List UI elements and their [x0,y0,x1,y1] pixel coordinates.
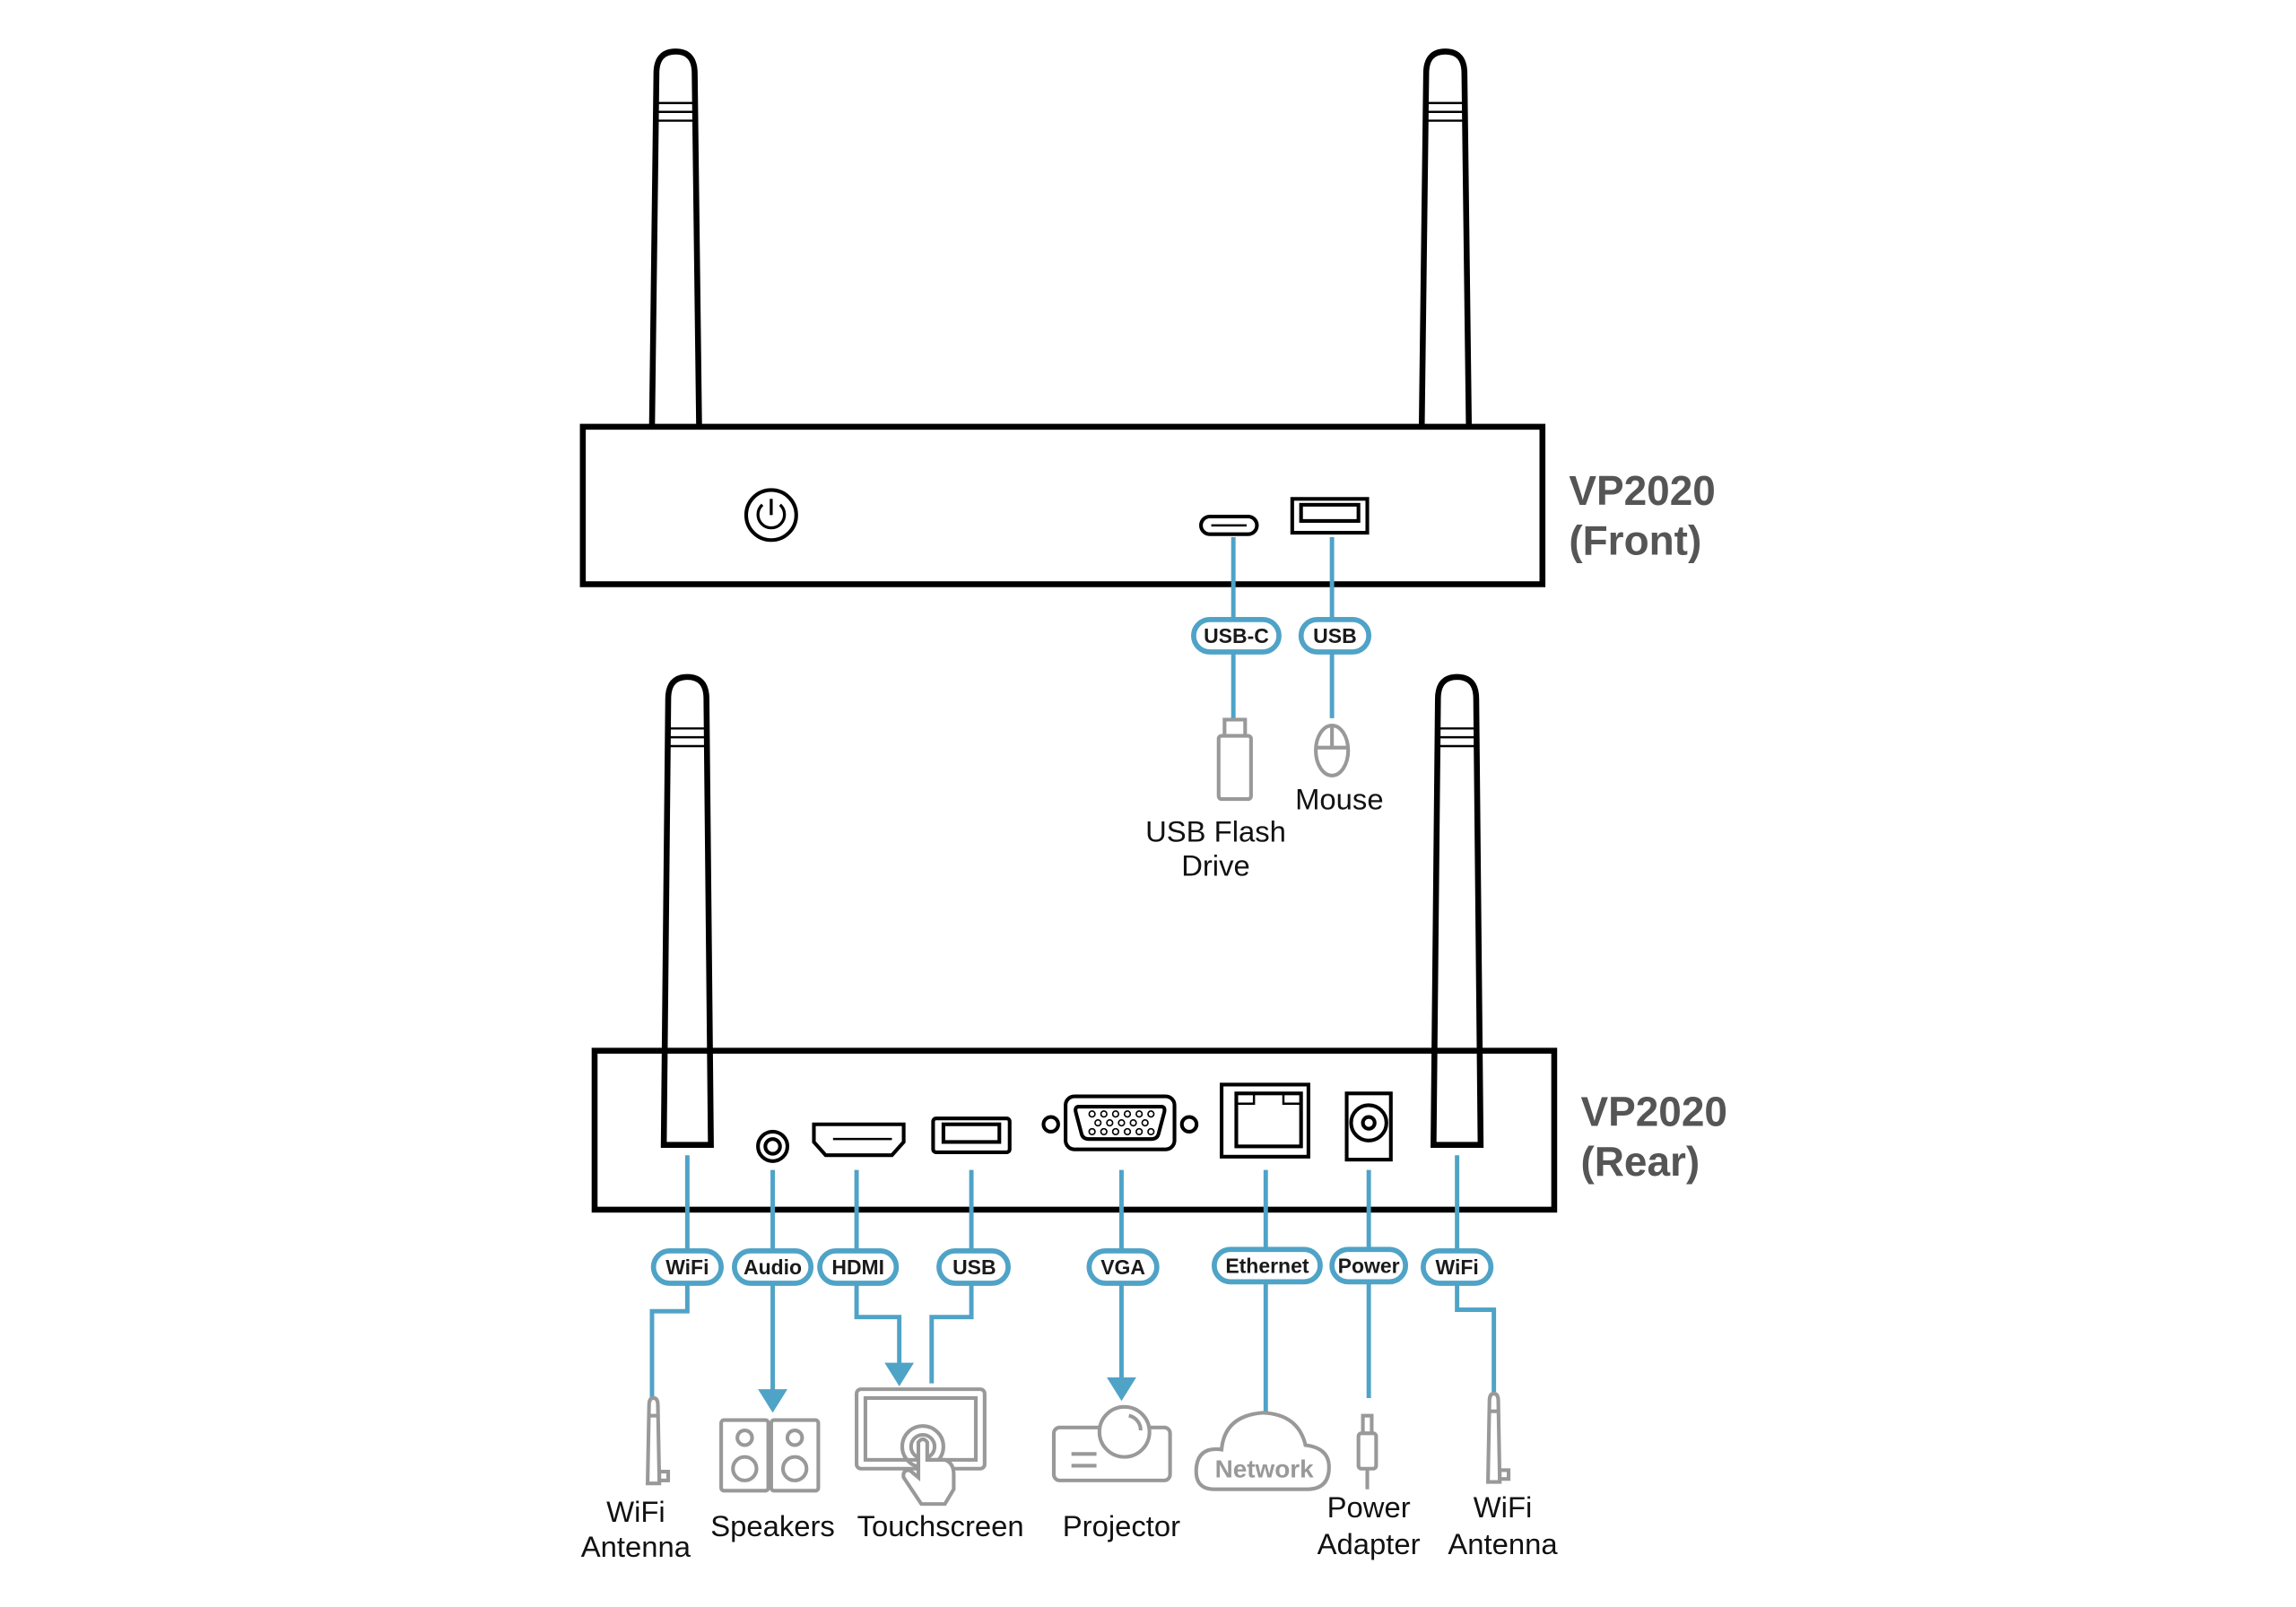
port-label-ethernet: Ethernet [1211,1247,1323,1285]
svg-text:USB-C: USB-C [1204,624,1269,647]
port-label-hdmi: HDMI [817,1248,900,1286]
usb-port-icon [931,1116,1012,1154]
power-adapter-icon [1356,1413,1378,1490]
antenna-icon [1431,673,1484,1148]
device-label: Antenna [581,1530,691,1563]
device-label: Touchscreen [857,1509,1024,1542]
port-label-usb-c: USB-C [1190,617,1282,655]
audio-jack-icon [756,1129,789,1163]
svg-text:Audio: Audio [744,1255,802,1279]
svg-text:WiFi: WiFi [1435,1255,1478,1279]
device-label: WiFi [1474,1490,1533,1524]
antenna-icon [648,48,702,427]
mouse-icon [1314,723,1351,777]
rear-unit: WiFi Audio HDMI USB VGA Ethernet Power [581,673,1727,1563]
device-label: USB Flash [1145,815,1286,848]
rear-chassis [591,1047,1558,1213]
device-label: Speakers [710,1509,835,1542]
speakers-icon [719,1418,821,1493]
svg-text:HDMI: HDMI [831,1255,884,1279]
port-label-wifi: WiFi [1421,1248,1494,1286]
projector-icon [1051,1404,1172,1482]
antenna-icon [660,673,714,1148]
svg-text:WiFi: WiFi [665,1255,709,1279]
wifi-antenna-icon [1485,1391,1511,1484]
svg-text:Power: Power [1338,1254,1400,1277]
device-label: Adapter [1318,1527,1421,1560]
front-subtitle: (Front) [1569,517,1701,564]
arrow-icon [1107,1377,1136,1402]
svg-text:Ethernet: Ethernet [1225,1254,1309,1277]
arrow-icon [884,1362,915,1386]
front-title: VP2020 [1569,467,1715,514]
device-label: Antenna [1448,1527,1558,1560]
device-label: WiFi [606,1495,665,1528]
vga-port-icon [1041,1094,1199,1151]
rear-subtitle: (Rear) [1580,1138,1700,1185]
usb-port-icon [1290,497,1370,535]
port-label-vga: VGA [1086,1248,1160,1286]
arrow-icon [758,1389,787,1413]
port-label-audio: Audio [732,1248,814,1286]
svg-text:USB: USB [952,1255,996,1279]
hdmi-port-icon [812,1122,906,1158]
front-unit: USB-C USB USB Flash Drive Mouse VP2020 (… [579,48,1716,882]
device-label: Power [1327,1490,1411,1524]
front-chassis [579,423,1546,587]
device-label: Projector [1063,1509,1180,1542]
svg-text:Network: Network [1215,1455,1314,1483]
port-label-usb: USB [936,1248,1011,1286]
usb-flash-drive-icon [1216,717,1253,802]
power-button-icon [744,488,798,543]
svg-text:USB: USB [1313,624,1357,647]
network-cloud-icon: Network [1194,1411,1331,1491]
touchscreen-icon [855,1387,987,1507]
ethernet-port-icon [1219,1082,1310,1159]
svg-text:VGA: VGA [1100,1255,1145,1279]
wifi-antenna-icon [645,1395,671,1486]
device-label: Drive [1181,848,1250,882]
power-jack-icon [1344,1091,1393,1162]
port-label-wifi: WiFi [650,1248,724,1286]
rear-title: VP2020 [1580,1088,1726,1134]
device-label: Mouse [1295,783,1384,816]
port-label-power: Power [1329,1247,1409,1285]
port-label-usb: USB [1298,617,1372,655]
antenna-icon [1418,48,1473,427]
